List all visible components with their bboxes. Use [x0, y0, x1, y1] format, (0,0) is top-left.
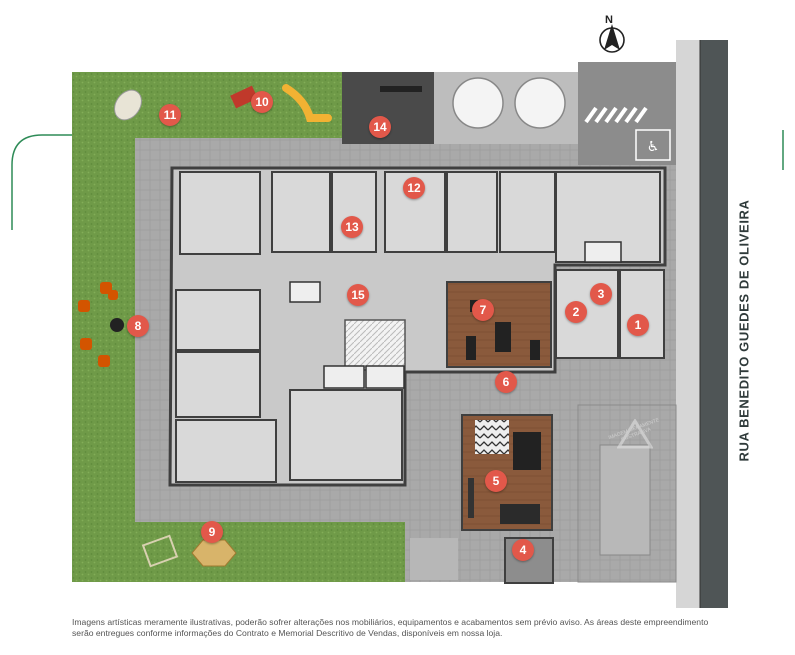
area-marker-1[interactable]: 1	[627, 314, 649, 336]
area-marker-13[interactable]: 13	[341, 216, 363, 238]
area-marker-3[interactable]: 3	[590, 283, 612, 305]
street-name: RUA BENEDITO GUEDES DE OLIVEIRA	[736, 198, 752, 462]
area-marker-7[interactable]: 7	[472, 299, 494, 321]
area-marker-6[interactable]: 6	[495, 371, 517, 393]
area-marker-9[interactable]: 9	[201, 521, 223, 543]
area-marker-12[interactable]: 12	[403, 177, 425, 199]
water-tank	[452, 77, 504, 129]
area-marker-11[interactable]: 11	[159, 104, 181, 126]
garden-area	[72, 72, 405, 582]
area-marker-8[interactable]: 8	[127, 315, 149, 337]
watermark-logo-icon	[617, 419, 653, 449]
watermark: IMAGEM MERAMENTE ILUSTRATIVA	[600, 404, 670, 464]
accessibility-icon: ♿	[647, 139, 660, 155]
street	[700, 40, 728, 608]
street-label: RUA BENEDITO GUEDES DE OLIVEIRA	[719, 198, 769, 462]
area-marker-2[interactable]: 2	[565, 301, 587, 323]
compass-letter: N	[605, 14, 613, 26]
decor-line-left	[11, 134, 72, 230]
area-marker-14[interactable]: 14	[369, 116, 391, 138]
disclaimer-text: Imagens artísticas meramente ilustrativa…	[72, 617, 709, 638]
area-marker-5[interactable]: 5	[485, 470, 507, 492]
area-marker-10[interactable]: 10	[251, 91, 273, 113]
area-marker-4[interactable]: 4	[512, 539, 534, 561]
area-marker-15[interactable]: 15	[347, 284, 369, 306]
water-tank	[514, 77, 566, 129]
north-arrow-icon	[599, 24, 625, 53]
